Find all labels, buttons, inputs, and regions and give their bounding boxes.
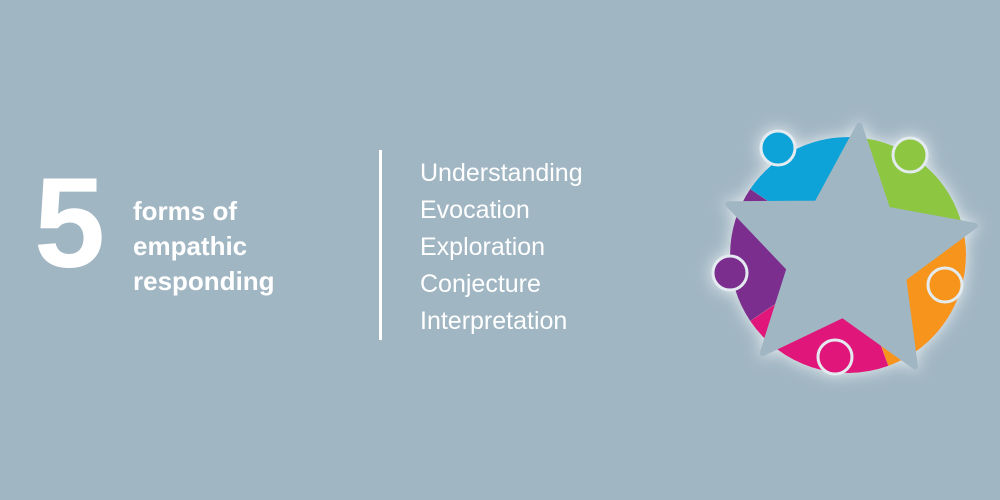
form-item: Understanding — [420, 159, 583, 187]
forms-list: Understanding Evocation Exploration Conj… — [420, 155, 583, 340]
number-five: 5 — [34, 152, 106, 295]
form-item: Evocation — [420, 196, 530, 224]
person-head-icon — [816, 338, 854, 376]
divider — [379, 150, 382, 340]
star-cutout — [725, 122, 978, 370]
person-head-icon — [759, 129, 797, 167]
person-head-icon — [926, 266, 964, 304]
form-item: Exploration — [420, 233, 546, 261]
person-head-icon — [711, 254, 749, 292]
subtitle-line: empathic — [133, 231, 248, 261]
subtitle: forms of empathic responding — [133, 194, 275, 299]
person-head-icon — [891, 136, 929, 174]
subtitle-line: forms of — [133, 196, 237, 226]
subtitle-line: responding — [133, 266, 275, 296]
form-item: Conjecture — [420, 270, 541, 298]
form-item: Interpretation — [420, 307, 568, 335]
